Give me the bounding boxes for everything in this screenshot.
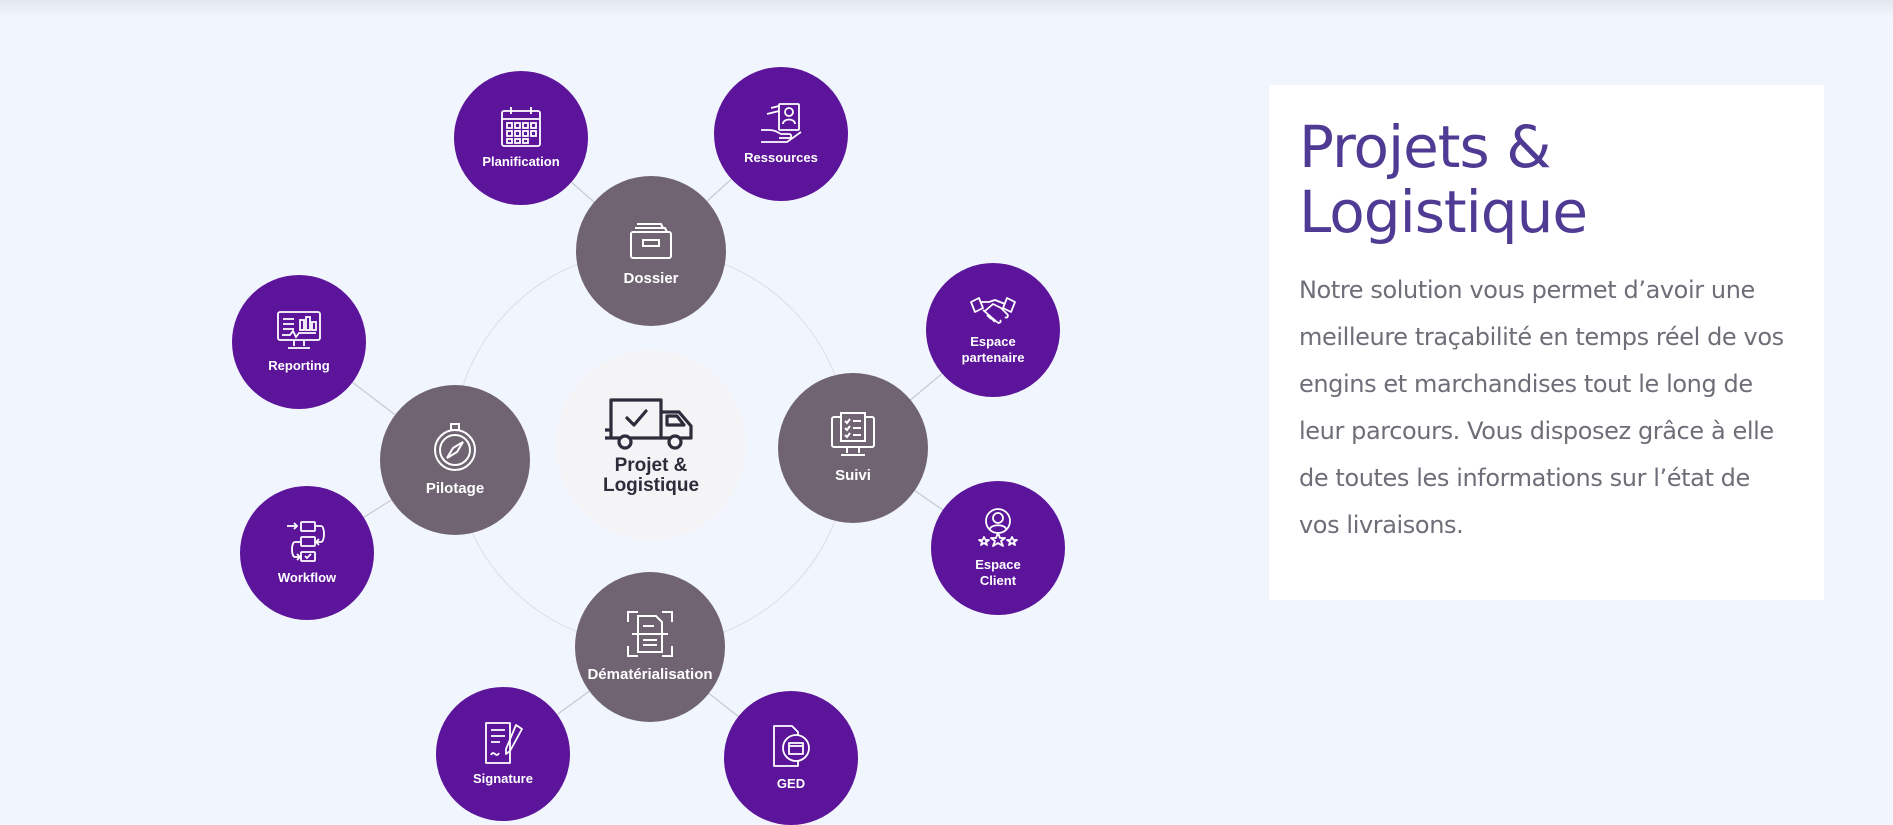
user-stars-icon [978, 507, 1018, 547]
section-description: Notre solution vous permet d’avoir une m… [1299, 276, 1784, 539]
satellite-signature[interactable]: Signature [436, 687, 570, 821]
satellite-espace-client-label: Espace Client [975, 557, 1021, 590]
module-diagram: Projet & Logistique Dossier Pilotage [232, 67, 1065, 825]
espace-partenaire-line1: Espace [970, 333, 1016, 349]
hub-pilotage[interactable]: Pilotage [380, 385, 530, 535]
center-label-line1: Projet & [614, 455, 688, 477]
document-scan-icon [627, 610, 673, 657]
hub-suivi[interactable]: Suivi [778, 373, 928, 523]
hub-suivi-label: Suivi [835, 466, 871, 484]
hub-dossier[interactable]: Dossier [576, 176, 726, 326]
satellite-workflow[interactable]: Workflow [240, 486, 374, 620]
satellite-ressources[interactable]: Ressources [714, 67, 848, 201]
hub-dossier-label: Dossier [623, 269, 679, 287]
center-label-line2: Logistique [602, 475, 700, 496]
header-shadow [0, 0, 1893, 18]
satellite-espace-partenaire[interactable]: Espace partenaire [926, 263, 1060, 397]
satellite-espace-client[interactable]: Espace Client [931, 481, 1065, 615]
satellite-ressources-label: Ressources [744, 149, 818, 165]
satellite-reporting[interactable]: Reporting [232, 275, 366, 409]
signed-document-icon [485, 721, 523, 764]
compass-icon [434, 422, 476, 471]
monitor-chart-icon [277, 310, 321, 349]
satellite-planification[interactable]: Planification [454, 71, 588, 205]
workflow-icon [287, 520, 325, 562]
hub-dematerialisation-label: Dématérialisation [587, 665, 713, 683]
hub-dematerialisation[interactable]: Dématérialisation [575, 572, 725, 722]
satellite-workflow-label: Workflow [277, 569, 337, 585]
satellite-espace-partenaire-label: Espace partenaire [962, 334, 1025, 367]
hub-pilotage-label: Pilotage [425, 479, 485, 497]
calendar-icon [501, 106, 541, 147]
section-title-line2: Logistique [1299, 178, 1588, 246]
monitor-checklist-icon [831, 411, 875, 456]
satellite-signature-label: Signature [473, 770, 533, 786]
handshake-icon [970, 296, 1016, 324]
satellite-ged-label: GED [776, 775, 806, 791]
delivery-truck-icon [605, 398, 693, 450]
info-card: Projets & Logistique Notre solution vous… [1269, 85, 1824, 600]
espace-partenaire-line2: partenaire [961, 350, 1025, 365]
center-node: Projet & Logistique [556, 350, 746, 540]
satellite-reporting-label: Reporting [268, 357, 330, 373]
document-storage-icon [773, 724, 810, 767]
section-title: Projets & Logistique [1299, 115, 1794, 245]
section-title-line1: Projets & [1299, 113, 1551, 181]
satellite-ged[interactable]: GED [724, 691, 858, 825]
satellite-planification-label: Planification [482, 153, 560, 169]
hand-profile-card-icon [761, 102, 802, 143]
folder-box-icon [630, 222, 672, 259]
espace-client-line1: Espace [975, 556, 1021, 572]
espace-client-line2: Client [979, 573, 1017, 588]
